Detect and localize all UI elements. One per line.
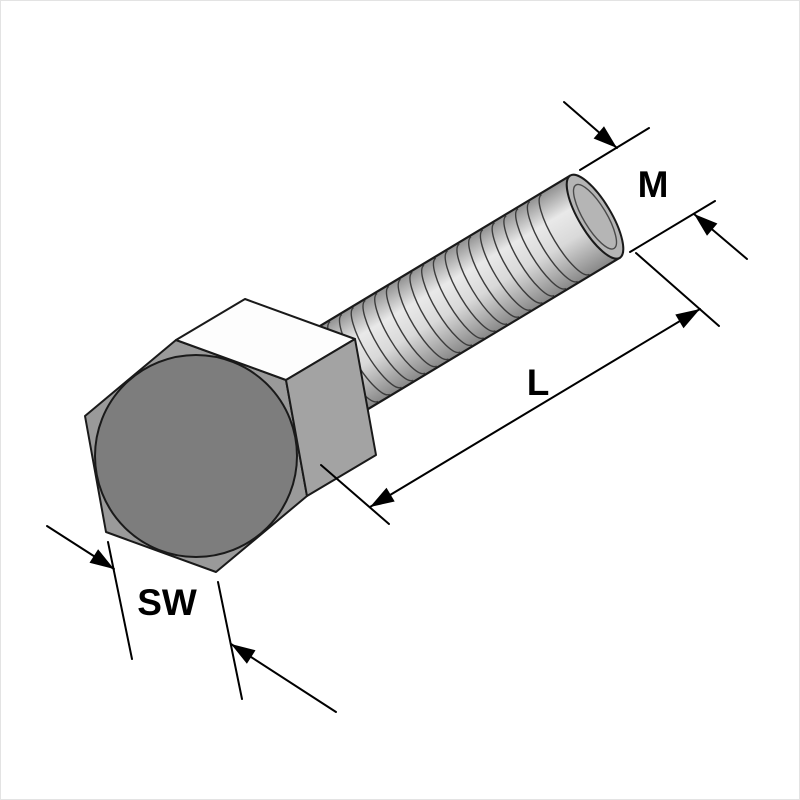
thread-line <box>432 257 485 340</box>
thread-line <box>515 208 567 290</box>
label-thread-size: M <box>638 164 669 205</box>
thread-line <box>526 201 579 283</box>
l-extension-line-tip <box>635 252 720 327</box>
sw-extension-line-right <box>217 581 243 700</box>
thread-line <box>409 271 461 354</box>
m-extension-line-upper <box>579 127 650 171</box>
thread-line <box>538 194 590 276</box>
thread-line <box>350 306 402 389</box>
sw-arrowhead-left <box>89 549 114 569</box>
m-extension-line-lower <box>629 200 716 253</box>
bolt-head <box>84 298 377 573</box>
l-arrowhead-tip-end <box>675 309 700 329</box>
thread-line <box>444 250 496 332</box>
tip-chamfer-ring <box>572 183 618 250</box>
head-side-facet <box>285 338 377 497</box>
m-arrowhead-upper <box>593 126 617 148</box>
thread-line <box>479 229 532 311</box>
head-front-face <box>94 354 298 558</box>
l-arrowhead-head-end <box>370 487 395 507</box>
l-extension-line-head <box>320 464 390 525</box>
thread-line <box>456 243 508 325</box>
tip-face <box>565 173 625 260</box>
dimension-width-across-flats: SW <box>46 525 337 713</box>
thread-line <box>362 299 414 382</box>
label-width-across-flats: SW <box>137 582 197 623</box>
m-arrowhead-lower <box>694 214 718 236</box>
thread-line <box>503 215 555 297</box>
label-shaft-length: L <box>527 362 550 403</box>
thread-line <box>468 236 520 318</box>
thread-line <box>385 285 438 368</box>
sw-arrowhead-right <box>231 644 256 664</box>
dimension-thread-size: M <box>563 101 748 260</box>
thread-line <box>421 264 473 347</box>
l-dimension-line <box>369 308 701 508</box>
thread-line <box>374 292 426 375</box>
thread-line <box>397 278 449 361</box>
sw-extension-line-left <box>107 541 133 660</box>
dimension-shaft-length: L <box>320 252 720 525</box>
thread-line <box>491 222 543 304</box>
